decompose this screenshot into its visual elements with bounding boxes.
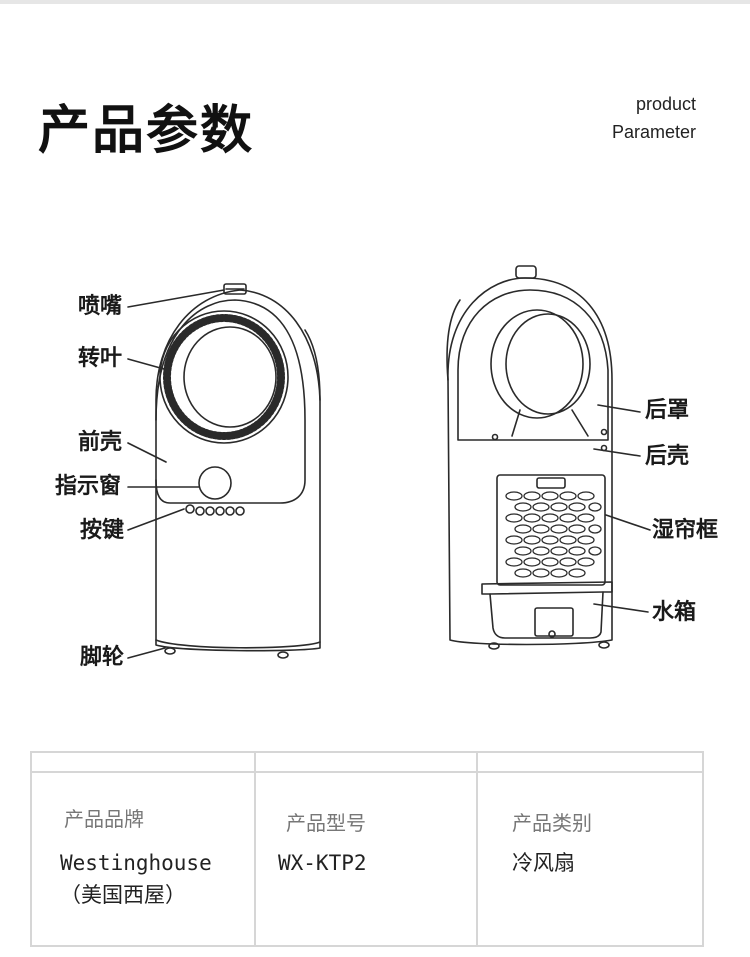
table-header-divider: [32, 771, 702, 773]
label-front-shell: 前壳: [78, 430, 123, 455]
spec-cell-model: 产品型号 WX-KTP2: [256, 773, 476, 945]
fan-outer-ring: [159, 310, 289, 444]
subtitle-line-2: Parameter: [611, 122, 696, 142]
front-body-outline: [155, 289, 321, 652]
spec-value-line: （美国西屋）: [60, 883, 186, 907]
indicator-window-shape: [198, 466, 232, 500]
front-panel-outline: [155, 299, 306, 504]
spec-value-line: Westinghouse: [60, 851, 212, 875]
top-divider: [0, 0, 750, 4]
page-title: 产品参数: [38, 101, 255, 161]
spec-heading: 产品型号: [286, 811, 366, 835]
spec-value: WX-KTP2: [278, 847, 367, 879]
spec-heading: 产品类别: [512, 811, 592, 835]
button-row: [185, 504, 245, 516]
label-nozzle: 喷嘴: [78, 294, 123, 319]
fan-inner-ring: [183, 326, 277, 428]
water-tank: [481, 581, 613, 639]
rear-cover: [457, 289, 609, 441]
subtitle-line-1: product: [635, 94, 696, 114]
table-column-divider: [476, 753, 478, 945]
back-body-outline: [447, 277, 613, 646]
back-view-drawing: [446, 265, 613, 650]
back-opening-outer: [490, 309, 584, 419]
spec-cell-category: 产品类别 冷风扇: [478, 773, 702, 945]
spec-table: 产品品牌 Westinghouse （美国西屋） 产品型号 WX-KTP2 产品…: [30, 751, 704, 947]
label-indicator-window: 指示窗: [55, 474, 122, 499]
front-side-edge: [304, 329, 321, 401]
product-diagram: [127, 265, 651, 659]
label-rotating-blade: 转叶: [78, 346, 123, 371]
spec-cell-brand: 产品品牌 Westinghouse （美国西屋）: [32, 773, 254, 945]
label-water-tank: 水箱: [652, 600, 697, 625]
spec-heading: 产品品牌: [64, 807, 144, 831]
back-opening-inner: [505, 313, 591, 415]
spec-value-line: 冷风扇: [512, 851, 575, 875]
curtain-grid: [505, 491, 602, 578]
curtain-frame: [496, 474, 606, 586]
front-base: [155, 639, 321, 649]
page-subtitle: product Parameter: [612, 90, 696, 146]
label-casters: 脚轮: [80, 645, 125, 670]
label-buttons: 按键: [80, 518, 125, 543]
label-curtain-frame: 湿帘框: [652, 518, 719, 543]
spec-value-line: WX-KTP2: [278, 851, 367, 875]
back-side-edge: [446, 299, 461, 381]
front-view-drawing: [155, 283, 321, 659]
nozzle-shape: [223, 283, 247, 295]
label-rear-cover: 后罩: [645, 398, 690, 423]
back-nozzle: [515, 265, 537, 279]
spec-value: Westinghouse （美国西屋）: [60, 847, 212, 911]
label-rear-shell: 后壳: [645, 444, 690, 469]
table-column-divider: [254, 753, 256, 945]
spec-value: 冷风扇: [512, 847, 575, 879]
fan-ring-teeth: [163, 314, 285, 440]
